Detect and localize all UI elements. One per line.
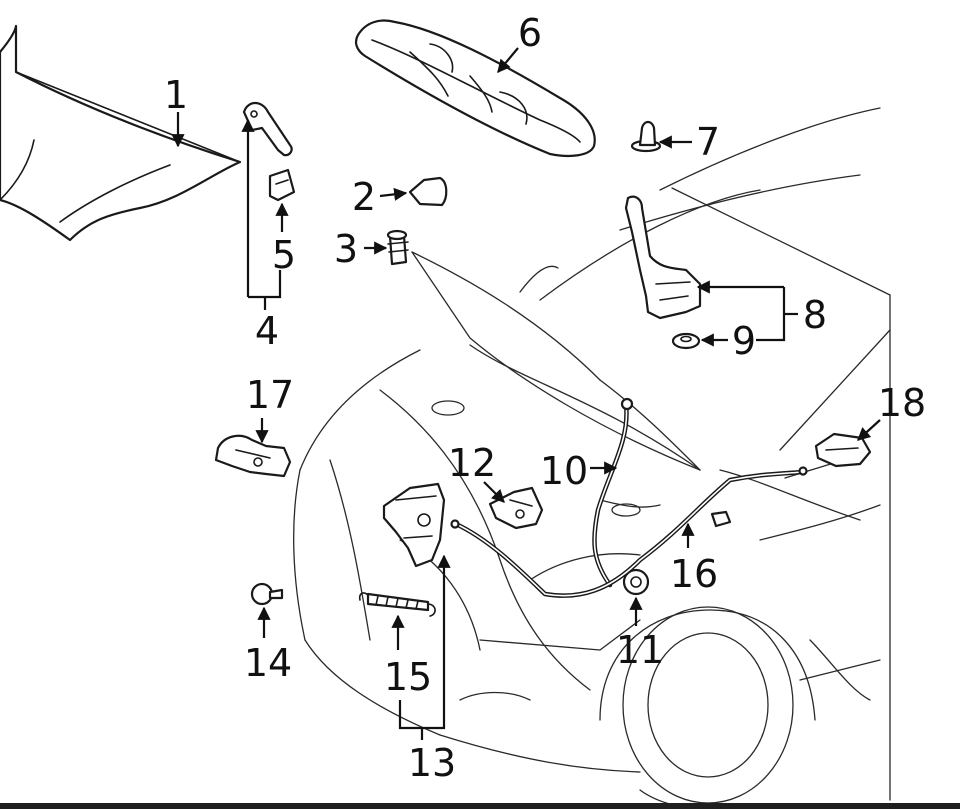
callout-5: 5: [272, 233, 296, 277]
callout-3: 3: [334, 227, 358, 271]
grommet: [671, 332, 701, 350]
callout-4: 4: [255, 309, 279, 353]
latch-cable: [450, 466, 808, 598]
callout-10: 10: [540, 449, 588, 493]
callout-13: 13: [408, 741, 456, 785]
hood-bumper: [408, 176, 448, 207]
car-body: [293, 107, 891, 809]
clip-part: [630, 120, 662, 153]
release-handle-knob: [622, 568, 650, 596]
callout-14: 14: [244, 641, 292, 685]
callout-15: 15: [384, 655, 432, 699]
hood-insulator: [354, 19, 596, 157]
callout-11: 11: [616, 628, 664, 672]
callout-16: 16: [670, 552, 718, 596]
callout-12: 12: [448, 441, 496, 485]
hood-support-bracket: [624, 195, 702, 320]
hood-lock: [382, 482, 446, 568]
callout-18: 18: [878, 381, 926, 425]
bolt: [250, 582, 284, 606]
lock-part-12: [488, 486, 544, 530]
hood-panel: [0, 24, 242, 242]
spring: [358, 592, 436, 617]
callout-17: 17: [246, 373, 294, 417]
footer-bar: [0, 803, 960, 809]
hood-hinge: [242, 101, 293, 157]
callout-labels: 1 2 3 4 5 6 7 8 9 10 11 12 13 14 15 16 1…: [164, 11, 926, 785]
release-cable: [592, 397, 634, 588]
callout-2: 2: [352, 175, 376, 219]
callout-9: 9: [732, 319, 756, 363]
latch-part-17: [214, 434, 292, 478]
callout-6: 6: [518, 11, 542, 55]
callout-1: 1: [164, 73, 188, 117]
hinge-bracket: [268, 168, 296, 202]
callout-7: 7: [696, 120, 720, 164]
stop-cushion: [386, 229, 409, 266]
cable-end-part-18: [814, 432, 872, 468]
leader-lines: [171, 47, 881, 740]
callout-8: 8: [803, 293, 827, 337]
